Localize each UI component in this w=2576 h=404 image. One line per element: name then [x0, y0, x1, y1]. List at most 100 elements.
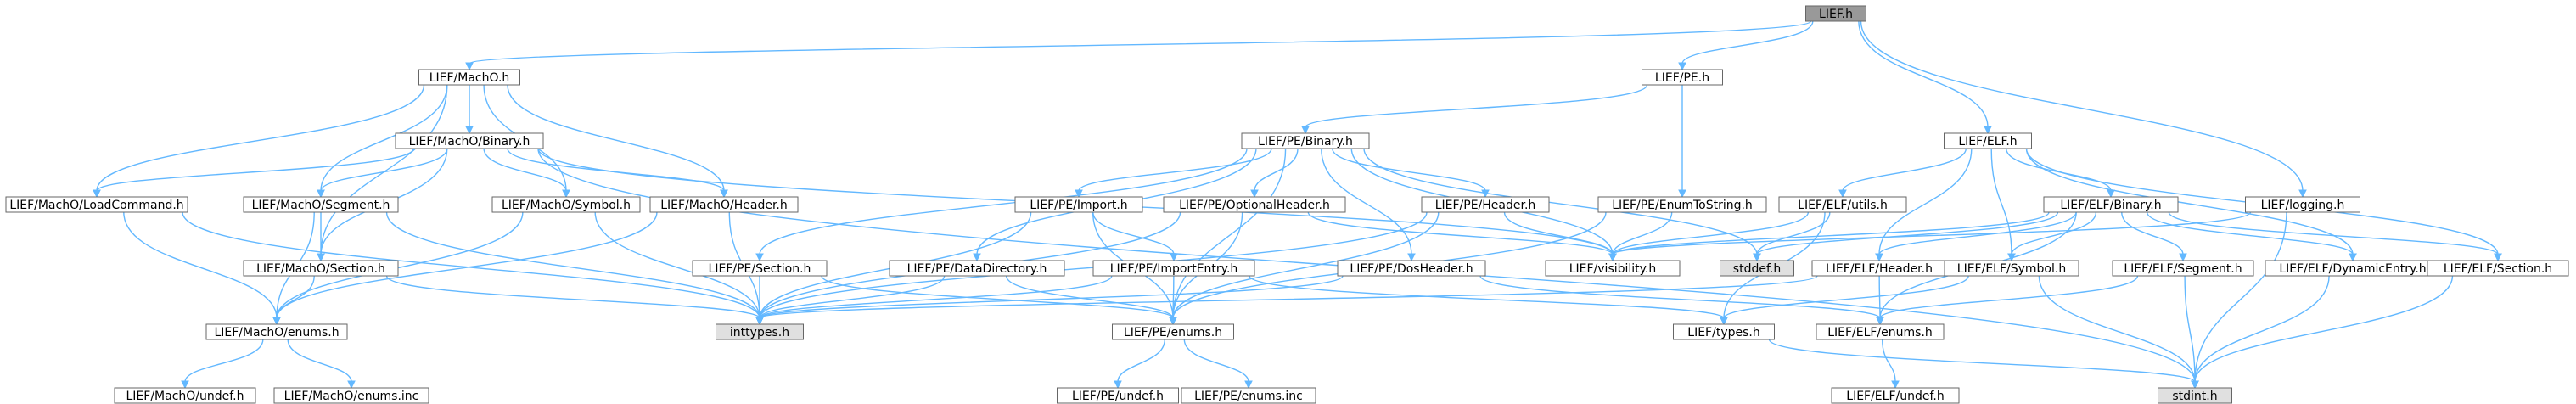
node-macho-segment[interactable]: LIEF/MachO/Segment.h: [243, 196, 399, 213]
edge-line: [1612, 211, 2050, 255]
edge-line: [276, 275, 315, 319]
node-elf-header[interactable]: LIEF/ELF/Header.h: [1811, 260, 1947, 277]
node-elf-enums[interactable]: LIEF/ELF/enums.h: [1816, 323, 1945, 340]
node-macho-symbol[interactable]: LIEF/MachO/Symbol.h: [491, 196, 641, 213]
node-macho-h[interactable]: LIEF/MachO.h: [418, 69, 520, 86]
edge-line: [483, 148, 567, 192]
edge-arrowhead: [1984, 126, 1992, 135]
node-pe-optionalheader[interactable]: LIEF/PE/OptionalHeader.h: [1163, 196, 1346, 213]
edge-line: [1681, 20, 1814, 65]
node-elf-undef[interactable]: LIEF/ELF/undef.h: [1831, 387, 1960, 404]
edge-macho-binary-to-macho-segment: [317, 148, 448, 199]
node-pe-undef[interactable]: LIEF/PE/undef.h: [1057, 387, 1179, 404]
node-pe-datadirectory[interactable]: LIEF/PE/DataDirectory.h: [889, 260, 1065, 277]
edge-pe-h-to-pe-binary: [1301, 84, 1648, 135]
node-box: [1805, 5, 1866, 22]
edge-line: [1612, 211, 1673, 255]
node-elf-utils[interactable]: LIEF/ELF/utils.h: [1778, 196, 1907, 213]
edge-arrowhead: [1678, 189, 1686, 199]
node-macho-section[interactable]: LIEF/MachO/Section.h: [243, 260, 399, 277]
edge-arrowhead: [1753, 253, 1761, 262]
node-macho-binary[interactable]: LIEF/MachO/Binary.h: [395, 132, 544, 149]
edge-arrowhead: [1170, 253, 1178, 262]
edge-line: [96, 148, 414, 192]
node-pe-enums[interactable]: LIEF/PE/enums.h: [1112, 323, 1234, 340]
node-label: LIEF/PE/OptionalHeader.h: [1179, 199, 1330, 212]
node-elf-symbol[interactable]: LIEF/ELF/Symbol.h: [1944, 260, 2079, 277]
edge-elf-dynamicentry-to-stdint: [2191, 275, 2330, 390]
edge-line: [1254, 148, 1299, 192]
edge-elf-segment-to-elf-enums: [1876, 275, 2139, 326]
edge-pe-import-to-pe-importentry: [1092, 211, 1178, 262]
edge-arrowhead: [1301, 126, 1310, 135]
node-pe-binary[interactable]: LIEF/PE/Binary.h: [1241, 132, 1370, 149]
edge-line: [2025, 148, 2354, 255]
node-logging-h[interactable]: LIEF/logging.h: [2245, 196, 2360, 213]
edge-line: [1756, 211, 2059, 255]
node-macho-header[interactable]: LIEF/MachO/Header.h: [649, 196, 799, 213]
node-pe-section[interactable]: LIEF/PE/Section.h: [692, 260, 828, 277]
node-macho-undef[interactable]: LIEF/MachO/undef.h: [114, 387, 256, 404]
edge-line: [2184, 275, 2196, 383]
node-visibility[interactable]: LIEF/visibility.h: [1545, 260, 1681, 277]
edge-line: [469, 20, 1812, 65]
edge-line: [1768, 339, 2196, 383]
node-box: [1421, 196, 1550, 213]
edge-line: [507, 84, 725, 192]
node-box: [1597, 196, 1767, 213]
edge-line: [276, 211, 524, 319]
node-label: LIEF/ELF.h: [1958, 135, 2017, 149]
edge-arrowhead: [2191, 380, 2199, 390]
node-pe-h[interactable]: LIEF/PE.h: [1642, 69, 1723, 86]
node-elf-dynamicentry[interactable]: LIEF/ELF/DynamicEntry.h: [2265, 260, 2441, 277]
edge-line: [1878, 275, 1881, 319]
node-macho-enums[interactable]: LIEF/MachO/enums.h: [205, 323, 348, 340]
node-lief-types[interactable]: LIEF/types.h: [1673, 323, 1775, 340]
node-macho-loadcommand[interactable]: LIEF/MachO/LoadCommand.h: [5, 196, 188, 213]
edge-line: [1005, 275, 1174, 319]
edge-line: [821, 275, 1174, 319]
node-pe-dosheader[interactable]: LIEF/PE/DosHeader.h: [1337, 260, 1486, 277]
node-pe-header[interactable]: LIEF/PE/Header.h: [1421, 196, 1550, 213]
node-elf-section[interactable]: LIEF/ELF/Section.h: [2427, 260, 2569, 277]
node-elf-segment[interactable]: LIEF/ELF/Segment.h: [2112, 260, 2254, 277]
edge-arrowhead: [1891, 380, 1900, 390]
edge-arrowhead: [181, 380, 189, 390]
node-box: [1778, 196, 1907, 213]
node-stddef[interactable]: stddef.h: [1720, 260, 1794, 277]
node-macho-enums-inc[interactable]: LIEF/MachO/enums.inc: [273, 387, 429, 404]
node-label: LIEF/ELF/DynamicEntry.h: [2279, 262, 2426, 276]
edge-elf-h-to-elf-binary: [2006, 148, 2115, 199]
node-label: LIEF/ELF/Header.h: [1826, 262, 1933, 276]
node-pe-enums-inc[interactable]: LIEF/PE/enums.inc: [1181, 387, 1316, 404]
node-box: [2043, 196, 2179, 213]
node-box: [1014, 196, 1143, 213]
node-box: [243, 260, 399, 277]
edge-elf-symbol-to-lief-types: [1720, 275, 1969, 326]
node-box: [1545, 260, 1681, 277]
edge-arrowhead: [465, 62, 474, 71]
node-lief-h[interactable]: LIEF.h: [1805, 5, 1866, 22]
node-pe-import[interactable]: LIEF/PE/Import.h: [1014, 196, 1143, 213]
node-box: [114, 387, 256, 404]
edge-line: [1879, 275, 2139, 319]
edge-pe-binary-to-pe-optionalheader: [1250, 148, 1299, 199]
edge-line: [1307, 211, 1614, 255]
node-label: LIEF/ELF/enums.h: [1827, 326, 1933, 339]
node-elf-h[interactable]: LIEF/ELF.h: [1944, 132, 2032, 149]
edge-arrowhead: [465, 126, 474, 135]
node-stdint[interactable]: stdint.h: [2158, 387, 2232, 404]
node-pe-importentry[interactable]: LIEF/PE/ImportEntry.h: [1092, 260, 1255, 277]
edge-pe-h-to-pe-enumtostring: [1678, 84, 1686, 199]
edge-line: [594, 211, 760, 319]
edge-pe-optionalheader-to-visibility: [1307, 211, 1617, 262]
edge-macho-enums-to-macho-enums-inc: [287, 339, 356, 390]
node-elf-binary[interactable]: LIEF/ELF/Binary.h: [2043, 196, 2179, 213]
edge-line: [2038, 275, 2196, 383]
node-box: [649, 196, 799, 213]
edge-line: [96, 84, 425, 192]
node-label: LIEF/MachO/Section.h: [256, 262, 385, 276]
node-inttypes[interactable]: inttypes.h: [716, 323, 804, 340]
node-label: LIEF/MachO.h: [429, 71, 510, 85]
node-pe-enumtostring[interactable]: LIEF/PE/EnumToString.h: [1597, 196, 1767, 213]
